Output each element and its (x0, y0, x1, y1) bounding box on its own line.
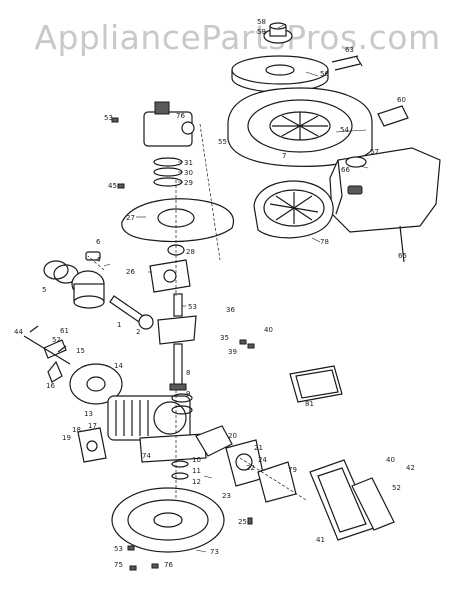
part-label: 14 (114, 362, 123, 370)
part-label: 4 (96, 256, 101, 264)
part-label: 36 (226, 306, 235, 314)
starter-cap-part (263, 22, 293, 44)
washer-part (171, 460, 189, 468)
crankshaft-part (157, 293, 197, 391)
part-label: 53 (114, 545, 123, 553)
wrist-pin-part (85, 251, 101, 261)
part-label: 27 (126, 214, 135, 222)
part-label: 18 (72, 426, 81, 434)
part-label: 7 (282, 152, 286, 160)
part-label: 40 (264, 326, 273, 334)
part-label: 10 (192, 456, 201, 464)
part-label: 44 (14, 328, 23, 336)
washer-part (171, 472, 189, 480)
backing-plate-part (121, 198, 235, 243)
part-label: 23 (222, 492, 231, 500)
part-label: 52 (392, 484, 401, 492)
gasket-seals-part (171, 393, 193, 415)
part-label: 6 (96, 238, 101, 246)
part-label: 81 (305, 400, 314, 408)
part-label: 75 (114, 561, 123, 569)
part-label: 5 (42, 286, 46, 294)
gasket-part (149, 259, 191, 293)
part-label: 15 (76, 347, 85, 355)
part-label: 74 (142, 452, 151, 460)
part-label: 20 (228, 432, 237, 440)
part-label: 54 (340, 126, 349, 134)
label-plate-part (377, 105, 409, 127)
part-label: 52 (52, 336, 61, 344)
part-label: 25 (238, 518, 247, 526)
part-label: 61 (60, 327, 69, 335)
part-label: 53 (188, 303, 197, 311)
part-label: 60 (397, 96, 406, 104)
part-label: 79 (288, 466, 297, 474)
part-label: 58 (257, 18, 266, 26)
part-label: 16 (46, 382, 55, 390)
part-label: 73 (210, 548, 219, 556)
part-label: 76 (164, 561, 173, 569)
part-label: 1 (117, 321, 121, 329)
part-label: 28 (186, 248, 195, 256)
intake-gasket-part (77, 427, 107, 463)
fuel-tank-part (329, 147, 441, 263)
part-label: 2 (136, 328, 140, 336)
watermark-text: AppliancePartsPros.com (34, 18, 441, 57)
part-label: 66 (341, 166, 350, 174)
part-label: 39 (228, 348, 237, 356)
part-label: 29 (184, 179, 193, 187)
hardware-bolts-part (111, 117, 255, 571)
carburetor-body-part (225, 439, 297, 503)
intake-plate-part (195, 425, 233, 457)
part-label: 9 (186, 390, 190, 398)
part-label: 11 (192, 467, 201, 475)
part-label: 56 (320, 70, 329, 78)
carburetor-top-part (143, 101, 195, 187)
part-label: 59 (257, 28, 266, 36)
part-label: 31 (184, 159, 193, 167)
part-label: 55 (218, 138, 227, 146)
part-label: 57 (370, 148, 379, 156)
part-label: 53 (104, 114, 113, 122)
part-label: 45 (108, 182, 117, 190)
part-label: 35 (220, 334, 229, 342)
part-label: 21 (254, 444, 263, 452)
spring-clip-part (331, 55, 363, 71)
starter-pulley-part (231, 55, 329, 93)
part-label: 26 (126, 268, 135, 276)
assembly-lines (87, 123, 307, 501)
part-label: 40 (386, 456, 395, 464)
part-number-labels: 58 59 63 56 60 76 54 53 31 30 29 57 55 7… (14, 18, 415, 569)
part-label: 65 (398, 252, 407, 260)
cylinder-block-part (107, 395, 207, 463)
part-label: 19 (62, 434, 71, 442)
part-label: 8 (186, 369, 190, 377)
cover-plate-part (289, 365, 343, 403)
part-label: 76 (176, 112, 185, 120)
part-label: 41 (316, 536, 325, 544)
part-label: 24 (258, 456, 267, 464)
part-label: 42 (406, 464, 415, 472)
flywheel-part (69, 363, 123, 405)
part-label: 78 (320, 238, 329, 246)
air-filter-part (309, 459, 395, 541)
base-plate-part (111, 487, 225, 553)
piston-part (71, 270, 105, 309)
rewind-starter-part (253, 180, 334, 239)
part-label: 12 (192, 478, 201, 486)
part-label: 22 (246, 464, 255, 472)
part-label: 30 (184, 169, 193, 177)
choke-linkage-part (23, 325, 71, 383)
connecting-rod-part (109, 295, 154, 330)
part-label: 63 (345, 46, 354, 54)
blower-housing-part (227, 87, 373, 167)
part-label: 13 (84, 410, 93, 418)
part-label: 17 (88, 422, 97, 430)
leader-lines (103, 23, 369, 553)
